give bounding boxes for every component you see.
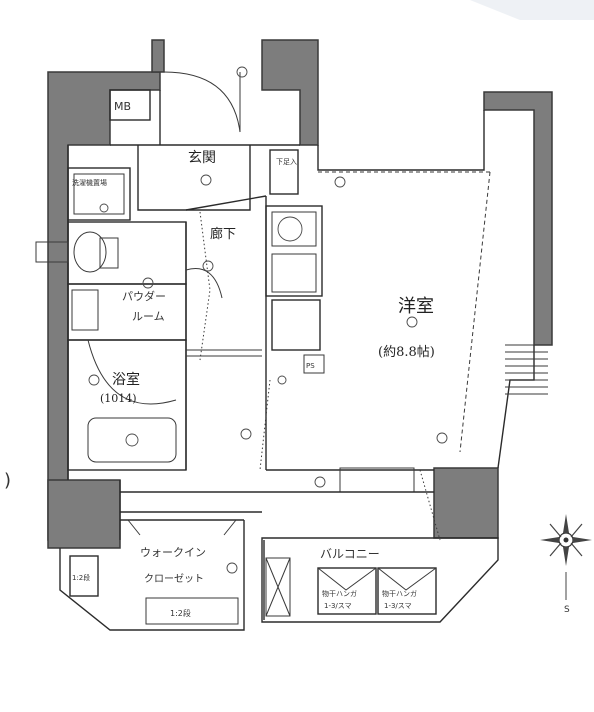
label-walk-in-1: ウォークイン: [140, 546, 206, 559]
plan-lines: [35, 71, 548, 631]
label-stray-mark: ): [4, 470, 11, 491]
label-hanger-left-2: 1-3/スマ: [324, 602, 352, 610]
label-laundry: 洗濯機置場: [72, 178, 107, 187]
label-powder-room-2: ルーム: [132, 310, 165, 323]
label-bathroom-size: (1014): [100, 392, 137, 405]
label-powder-room-1: パウダー: [122, 289, 166, 303]
fixture-glyphs: [88, 66, 448, 574]
label-western-room: 洋室: [398, 296, 434, 317]
label-storage-shelf: 1:2段: [170, 608, 191, 618]
label-mb: MB: [114, 100, 131, 113]
wall-right-column: [483, 91, 553, 346]
label-balcony: バルコニー: [320, 547, 380, 561]
label-pipe-space: PS: [306, 362, 315, 370]
label-entrance: 玄関: [188, 149, 216, 166]
label-walk-in-2: クローゼット: [144, 573, 204, 585]
label-hanger-right-2: 1-3/スマ: [384, 602, 412, 610]
label-hanger-left-1: 物干ハンガ: [322, 589, 357, 598]
label-western-room-size: (約8.8帖): [378, 345, 435, 360]
label-hanger-right-1: 物干ハンガ: [382, 589, 417, 598]
wall-stub-top: [151, 39, 165, 73]
label-hallway: 廊下: [210, 226, 236, 242]
label-side-storage: 1:2段: [72, 573, 90, 582]
label-shoe-storage: 下足入: [276, 158, 297, 166]
labels: MB 玄関 下足入 洗濯機置場 廊下 パウダー ルーム 浴室 (1014) 洋室…: [4, 100, 570, 618]
background-tint: [470, 0, 594, 20]
window-right: [505, 344, 548, 395]
label-bathroom: 浴室: [112, 371, 140, 388]
wall-top-right-block: [261, 39, 319, 146]
wall-bottom-right-block: [433, 467, 499, 539]
compass-rose: [540, 514, 592, 600]
label-compass-south: S: [564, 605, 570, 615]
wall-bottom-left-block: [47, 479, 121, 549]
